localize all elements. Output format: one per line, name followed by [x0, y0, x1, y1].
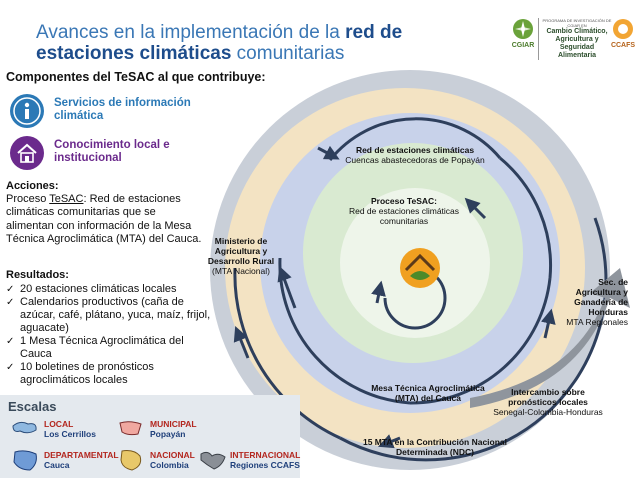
checkmark-icon: ✓ — [6, 336, 15, 347]
component-info-services: Servicios de información climática — [10, 94, 200, 134]
arrow-icon — [541, 308, 556, 339]
spiral-arc — [233, 267, 341, 440]
resultados-list: ✓20 estaciones climáticas locales ✓Calen… — [6, 283, 211, 387]
arrow-icon — [317, 145, 340, 160]
resultados-block: Resultados: ✓20 estaciones climáticas lo… — [6, 269, 211, 387]
label-proceso-tesac: Proceso TeSAC:Red de estaciones climátic… — [348, 196, 460, 226]
checkmark-icon: ✓ — [6, 297, 15, 308]
partner-logos: CGIAR PROGRAMA DE INVESTIGACIÓN DE CGIAR… — [510, 18, 635, 60]
tesac-diagram — [210, 70, 630, 470]
checkmark-icon: ✓ — [6, 284, 15, 295]
arrow-icon — [378, 434, 401, 449]
spiral-arc — [328, 117, 502, 161]
spiral-arc — [278, 257, 411, 405]
list-item: ✓20 estaciones climáticas locales — [6, 283, 177, 295]
label-sec-agricultura: Sec. de Agricultura y Ganadería de Hondu… — [566, 277, 628, 327]
tesac-link[interactable]: TeSAC — [49, 193, 84, 206]
departamental-map-icon — [13, 450, 37, 471]
acciones-text: Proceso TeSAC: Red de estaciones climáti… — [6, 193, 202, 245]
escalas-panel — [0, 395, 300, 478]
arrow-icon — [470, 268, 630, 408]
arrow-icon — [371, 280, 386, 304]
list-item: ✓Calendarios productivos (caña de azúcar… — [6, 296, 211, 334]
house-icon — [10, 136, 44, 170]
arrow-icon — [277, 265, 297, 309]
municipal-map-icon — [119, 421, 142, 436]
page-title: Avances en la implementación de la red d… — [36, 22, 403, 64]
arrow-icon — [464, 197, 487, 220]
label-ndc: 15 MTA en la Contribución Nacional Deter… — [362, 437, 508, 457]
label-mesa-tecnica: Mesa Técnica Agroclimática (MTA) del Cau… — [371, 383, 485, 403]
acciones-block: Acciones: Proceso TeSAC: Red de estacion… — [6, 180, 206, 246]
local-map-icon — [12, 421, 37, 434]
escalas-heading: Escalas — [8, 399, 57, 414]
info-icon — [10, 94, 44, 128]
component-local-knowledge: Conocimiento local e institucional — [10, 136, 200, 176]
resultados-heading: Resultados: — [6, 269, 69, 281]
cgiar-logo-icon — [513, 19, 533, 39]
arrow-icon — [233, 326, 250, 359]
tesac-logo-icon — [400, 248, 440, 288]
checkmark-icon: ✓ — [6, 362, 15, 373]
components-heading: Componentes del TeSAC al que contribuye: — [6, 70, 266, 84]
cgiar-label: CGIAR — [511, 42, 535, 49]
spiral-arc — [409, 277, 552, 405]
program-logo: PROGRAMA DE INVESTIGACIÓN DE CGIAR EN Ca… — [538, 18, 612, 60]
label-ministerio: Ministerio de Agricultura y Desarrollo R… — [207, 236, 275, 276]
list-item: ✓1 Mesa Técnica Agroclimática del Cauca — [6, 335, 184, 360]
acciones-heading: Acciones: — [6, 180, 59, 192]
internacional-map-icon — [200, 451, 226, 470]
spiral-arc — [499, 156, 553, 279]
ccafs-label: CCAFS — [610, 42, 636, 49]
list-item: ✓10 boletines de pronósticos agroclimáti… — [6, 361, 154, 386]
nacional-map-icon — [120, 450, 142, 471]
ccafs-logo-icon — [613, 19, 633, 39]
